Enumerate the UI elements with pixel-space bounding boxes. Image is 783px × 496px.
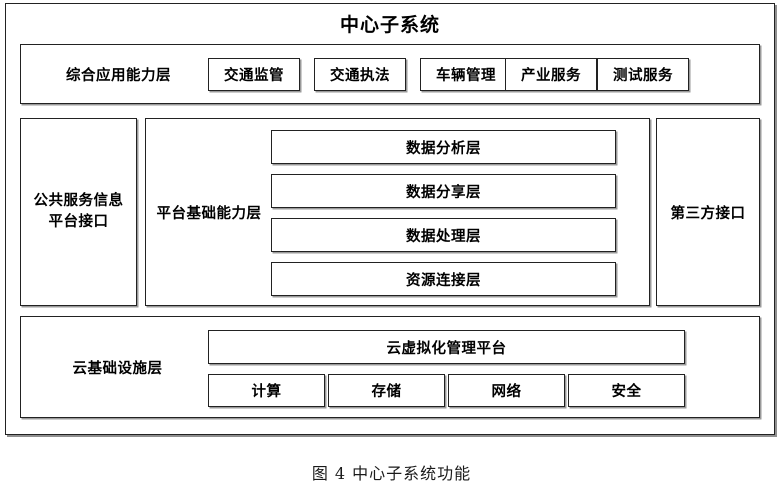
app-module-vehicle-management[interactable]: 车辆管理 [420,58,512,91]
cloud-resource-security[interactable]: 安全 [568,374,685,407]
app-module-traffic-supervision[interactable]: 交通监管 [208,58,300,91]
app-module-test-service[interactable]: 测试服务 [597,58,689,91]
public-service-line-2: 平台接口 [48,214,109,230]
public-service-line-1: 公共服务信息 [33,192,124,209]
public-service-interface-box[interactable]: 公共服务信息 平台接口 [20,118,137,306]
application-layer-label: 综合应用能力层 [66,67,171,84]
app-module-industry-service[interactable]: 产业服务 [505,58,597,91]
page-title: 中心子系统 [339,14,440,36]
cloud-infrastructure-label: 云基础设施层 [72,360,163,377]
platform-sublayer-data-processing[interactable]: 数据处理层 [271,218,616,252]
app-module-traffic-enforcement[interactable]: 交通执法 [314,58,406,91]
cloud-resource-storage[interactable]: 存储 [328,374,445,407]
figure-caption: 图 4 中心子系统功能 [311,464,472,483]
third-party-interface-box[interactable]: 第三方接口 [656,118,760,306]
public-service-interface-text: 公共服务信息 平台接口 [34,191,124,233]
platform-sublayer-data-analysis[interactable]: 数据分析层 [271,130,616,164]
platform-sublayer-resource-connection[interactable]: 资源连接层 [271,262,616,296]
cloud-resource-network[interactable]: 网络 [448,374,565,407]
cloud-resource-compute[interactable]: 计算 [208,374,325,407]
platform-sublayer-data-sharing[interactable]: 数据分享层 [271,174,616,208]
platform-layer-label: 平台基础能力层 [156,205,262,222]
cloud-virtualization-platform-box[interactable]: 云虚拟化管理平台 [208,330,685,364]
